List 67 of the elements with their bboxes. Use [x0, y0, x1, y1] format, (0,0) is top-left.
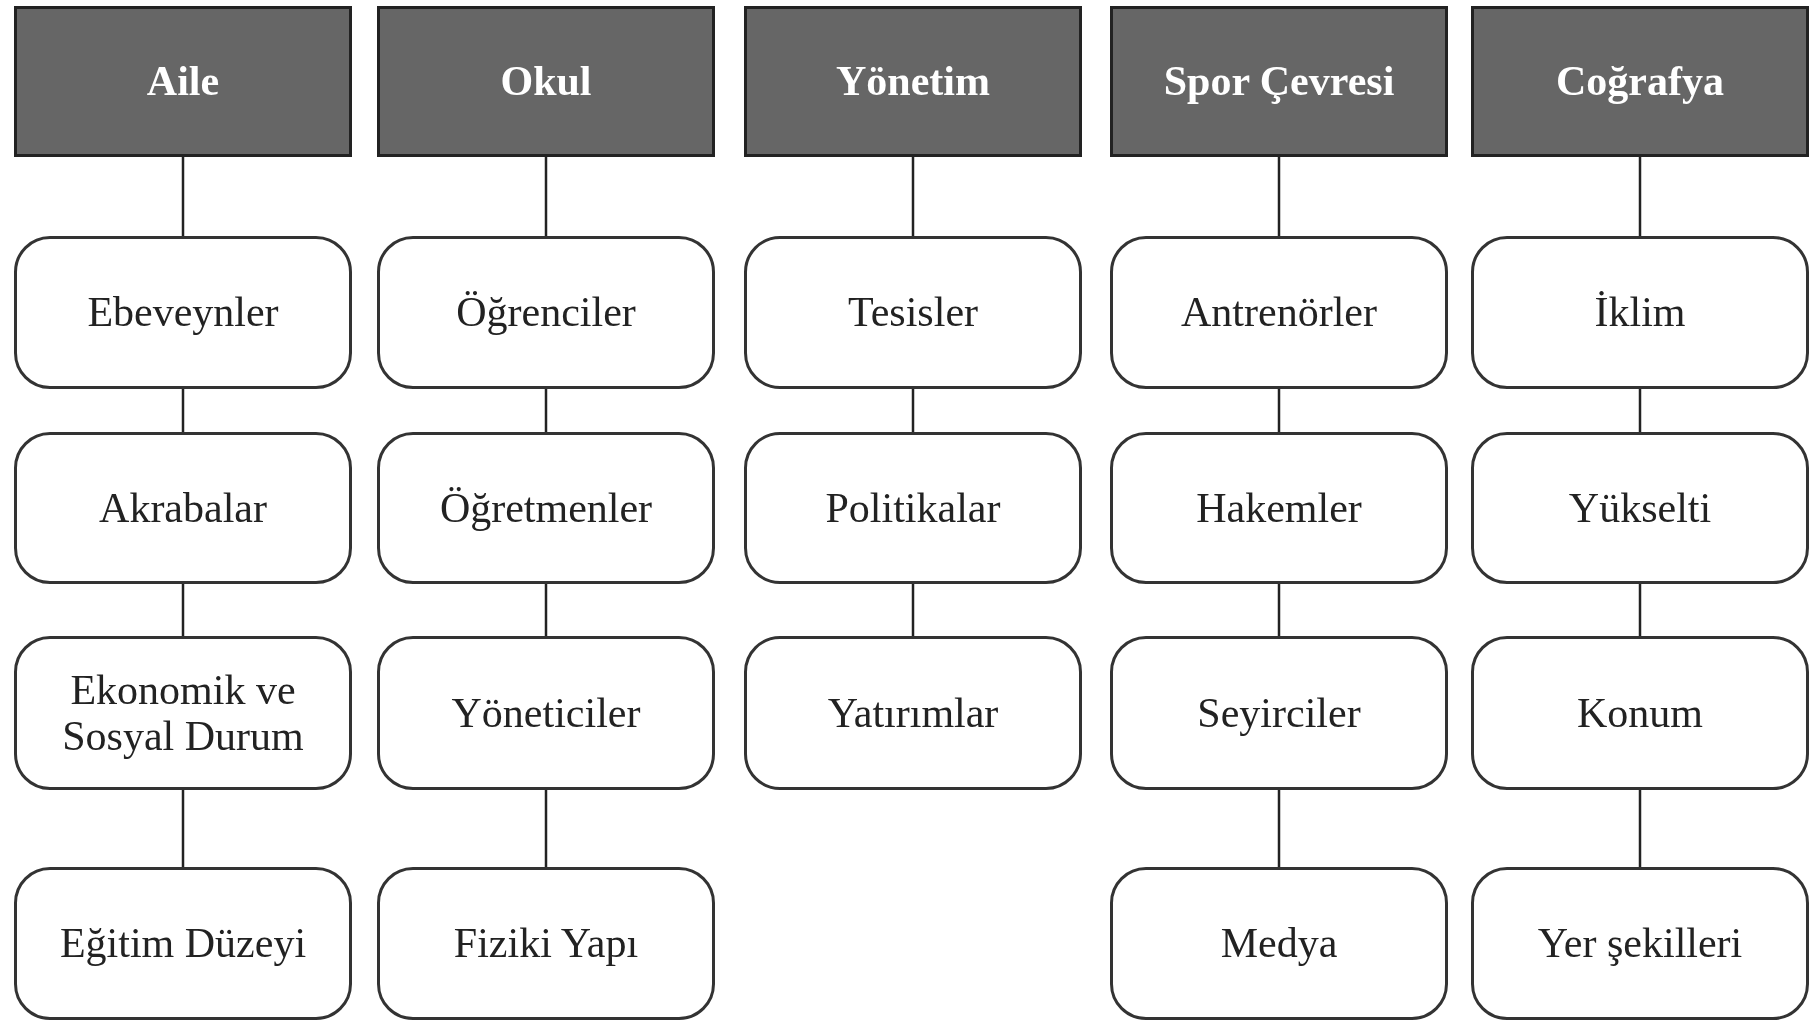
factor-box: [1110, 236, 1448, 389]
factor-box: [1471, 236, 1809, 389]
factor-label: Konum: [1577, 689, 1703, 737]
category-header-box: [1110, 6, 1448, 157]
factor-box: [1471, 432, 1809, 584]
category-title: Aile: [146, 58, 220, 105]
connector-line: [544, 157, 548, 236]
factor-label: Ekonomik ve Sosyal Durum: [61, 666, 305, 760]
connector-line: [1277, 790, 1281, 867]
connector-line: [911, 389, 915, 432]
connector-line: [1277, 157, 1281, 236]
factor-label: Öğretmenler: [439, 484, 653, 532]
connector-line: [911, 157, 915, 236]
factor-label: İklim: [1594, 289, 1686, 336]
factor-label: Akrabalar: [99, 484, 267, 532]
connector-line: [1638, 157, 1642, 236]
factor-box: [1471, 636, 1809, 790]
factor-label: Antrenörler: [1181, 289, 1377, 336]
factor-box: [377, 636, 715, 790]
connector-line: [1638, 584, 1642, 636]
connector-line: [1638, 790, 1642, 867]
factor-label: Medya: [1220, 920, 1338, 967]
category-header-box: [14, 6, 352, 157]
connector-line: [1277, 389, 1281, 432]
factor-label: Seyirciler: [1197, 689, 1361, 737]
connector-line: [181, 790, 185, 867]
factor-label: Ebeveynler: [87, 289, 279, 336]
connector-line: [181, 157, 185, 236]
factor-label: Politikalar: [825, 484, 1001, 532]
factor-box: [14, 432, 352, 584]
factor-label: Tesisler: [848, 289, 978, 336]
factor-box: [14, 867, 352, 1020]
category-title: Yönetim: [836, 58, 990, 105]
connector-line: [181, 389, 185, 432]
category-header-box: [744, 6, 1082, 157]
connector-line: [911, 584, 915, 636]
factor-label: Yatırımlar: [827, 689, 999, 737]
factor-label: Hakemler: [1196, 484, 1362, 532]
factor-label: Fiziki Yapı: [453, 920, 639, 967]
connector-line: [544, 389, 548, 432]
connector-line: [544, 790, 548, 867]
category-title: Coğrafya: [1556, 58, 1724, 105]
factor-label: Öğrenciler: [456, 289, 636, 336]
category-title: Okul: [500, 58, 592, 105]
factor-box: [744, 636, 1082, 790]
connector-line: [181, 584, 185, 636]
factor-label: Yer şekilleri: [1537, 920, 1743, 967]
category-title: Spor Çevresi: [1163, 58, 1395, 105]
factor-label: Yükselti: [1568, 484, 1712, 532]
factor-box: [1110, 636, 1448, 790]
factor-box: [1110, 867, 1448, 1020]
factor-box: [744, 432, 1082, 584]
connector-line: [1277, 584, 1281, 636]
factor-label: Eğitim Düzeyi: [59, 920, 307, 967]
factor-box: [377, 236, 715, 389]
connector-line: [1638, 389, 1642, 432]
factor-box: [377, 867, 715, 1020]
factor-box: [14, 236, 352, 389]
factor-box: [14, 636, 352, 790]
category-header-box: [1471, 6, 1809, 157]
factor-box: [744, 236, 1082, 389]
connector-line: [544, 584, 548, 636]
factor-box: [1471, 867, 1809, 1020]
factor-label: Yöneticiler: [451, 689, 641, 737]
factor-box: [377, 432, 715, 584]
factor-box: [1110, 432, 1448, 584]
category-header-box: [377, 6, 715, 157]
